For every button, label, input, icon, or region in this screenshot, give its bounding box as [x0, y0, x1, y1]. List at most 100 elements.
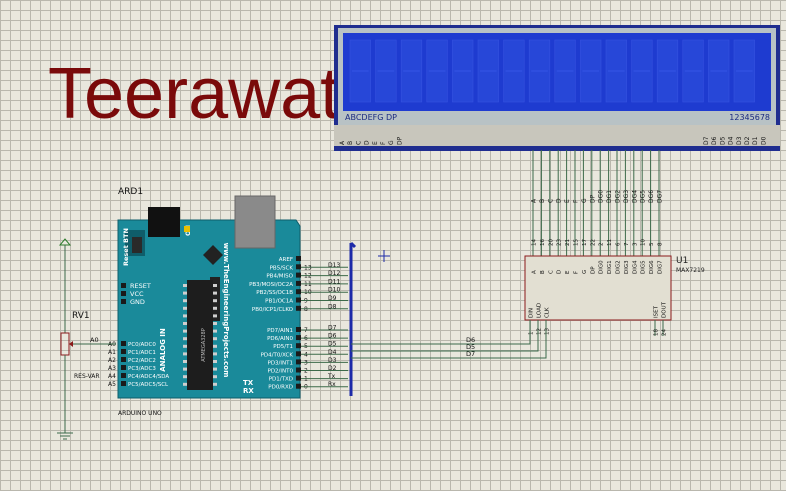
digital-pin-label: PB2/SS/OC1B [256, 290, 293, 296]
digital-pin-label: PB0/ICP1/CLKO [252, 307, 294, 313]
schematic-title: Teerawat [48, 54, 341, 134]
max-pin-name: LOAD [537, 303, 543, 318]
digital-pin-label: PB4/MISO [266, 274, 293, 280]
max-pin-number: 21 [565, 239, 571, 246]
arduino-right-pins: AREFPB5/SCK13D13PB4/MISO12D12PB3/MOSI/OC… [249, 256, 348, 391]
lcd-pin-label: F [380, 141, 387, 145]
digital-pin-label: AREF [279, 257, 293, 263]
wire-label: DG2 [615, 190, 622, 203]
max7219-ref: U1 [676, 256, 688, 266]
max-pin-number: 12 [537, 328, 543, 335]
lcd-pin-label: D0 [760, 136, 767, 145]
max-pin-number: 20 [548, 239, 554, 246]
pot-net: A0 [90, 336, 99, 344]
max-pin-name: DIG0 [599, 260, 605, 274]
chip-label: ATMEGA328P [201, 328, 207, 361]
digital-pin-label: PD6/AIN0 [267, 336, 293, 342]
wire-label: E [564, 199, 571, 203]
lcd-pin-label: D5 [719, 136, 726, 145]
pot-body [60, 332, 70, 356]
wire-label: DG7 [657, 190, 664, 203]
max-pin-name: C [548, 270, 554, 274]
max-pin-name: DIG6 [649, 260, 655, 274]
digital-net-label: D7 [328, 325, 337, 332]
max-pin-name: CLK [545, 307, 551, 318]
lcd-pin-label: D3 [736, 136, 743, 145]
max-pin-name: ISET [654, 305, 660, 318]
digital-net-label: D9 [328, 295, 337, 302]
wire-label: C [547, 199, 554, 203]
control-wires: D6 D5 D7 [351, 331, 547, 359]
max-pin-name: DIG7 [658, 260, 664, 274]
analog-pin-label: PC4/ADC4/SDA [128, 374, 169, 380]
lcd-pin-label: D4 [728, 136, 735, 145]
digital-net-label: Rx [328, 381, 336, 388]
max7219-chip[interactable]: 14A16B20C23D21E15F17G22DP2DIG011DIG16DIG… [524, 239, 705, 336]
max-pin-name: DIG2 [616, 260, 622, 274]
max7219-top-pins: 14A16B20C23D21E15F17G22DP2DIG011DIG16DIG… [532, 239, 664, 274]
wire-label: DG1 [606, 190, 613, 203]
analog-pin-label: PC2/ADC2 [128, 358, 156, 364]
bus-end [349, 241, 357, 249]
lcd-left-label: ABCDEFG DP [345, 113, 397, 122]
analog-pin-name: A4 [108, 373, 116, 380]
max-pin-number: 15 [574, 239, 580, 246]
url-label: www.TheEngineeringProjects.com [222, 243, 230, 378]
tx-label: TX [243, 379, 254, 387]
max-pin-number: 3 [632, 242, 638, 246]
digital-pin-label: PB3/MOSI/OC2A [249, 282, 293, 288]
wire-label: DG4 [631, 190, 638, 203]
max-pin-number: 23 [557, 239, 563, 246]
digital-pin-label: PD0/RXD [268, 385, 293, 391]
power-pin-label: VCC [130, 290, 144, 298]
wire-label: B [539, 199, 546, 203]
max-pin-name: A [532, 270, 538, 274]
arduino-uno[interactable]: ARD1 Reset BTN ON ATMEGA328P ANALOG IN w… [108, 187, 348, 417]
crosshair-icon [378, 250, 390, 262]
max-pin-number: 11 [607, 239, 613, 246]
digital-net-label: D2 [328, 365, 337, 372]
analog-pin-label: PC5/ADC5/SCL [128, 382, 169, 388]
digital-pin-label: PD7/AIN1 [267, 328, 293, 334]
lcd-pin-label: D7 [703, 136, 710, 145]
max-pin-number: 22 [590, 239, 596, 246]
max-pin-name: F [574, 271, 580, 274]
lcd-digit-cells [349, 39, 755, 103]
lcd-right-label: 12345678 [729, 113, 770, 122]
potentiometer[interactable]: RV1 RES-VAR A0 [57, 238, 116, 440]
max-pin-name: DIG5 [641, 260, 647, 274]
analog-pin-name: A5 [108, 381, 116, 388]
digital-net-label: Tx [327, 373, 336, 380]
regulator [210, 277, 220, 321]
reset-button[interactable] [132, 237, 142, 253]
digital-net-label: D6 [328, 333, 337, 340]
on-led [184, 226, 190, 232]
digital-pin-label: PD1/TXD [269, 377, 293, 383]
digital-pin-label: PD2/INT0 [268, 369, 294, 375]
lcd-pin-label: D2 [744, 136, 751, 145]
lcd-bottom-bar [334, 146, 780, 150]
lcd-pin-label: A [339, 140, 346, 145]
wire-label: DG0 [598, 190, 605, 203]
wire-label: DG6 [648, 190, 655, 203]
lcd-pin-label: G [388, 140, 395, 145]
digital-net-label: D4 [328, 349, 337, 356]
max-pin-number: 24 [662, 329, 668, 336]
wire-label: DP [589, 194, 596, 203]
max-pin-number: 16 [540, 239, 546, 246]
max-pin-name: DIG1 [607, 260, 613, 274]
max-pin-name: G [582, 270, 588, 274]
digital-net-label: D5 [328, 341, 337, 348]
max-pin-number: 8 [658, 242, 664, 246]
rx-label: RX [243, 387, 254, 395]
digital-pin-label: PD5/T1 [273, 344, 293, 350]
max-pin-number: 6 [616, 242, 622, 246]
power-jack [234, 195, 276, 249]
lcd-pin-strip [334, 125, 780, 147]
arduino-model: ARDUINO UNO [118, 410, 162, 417]
atmega-chip [187, 280, 213, 390]
